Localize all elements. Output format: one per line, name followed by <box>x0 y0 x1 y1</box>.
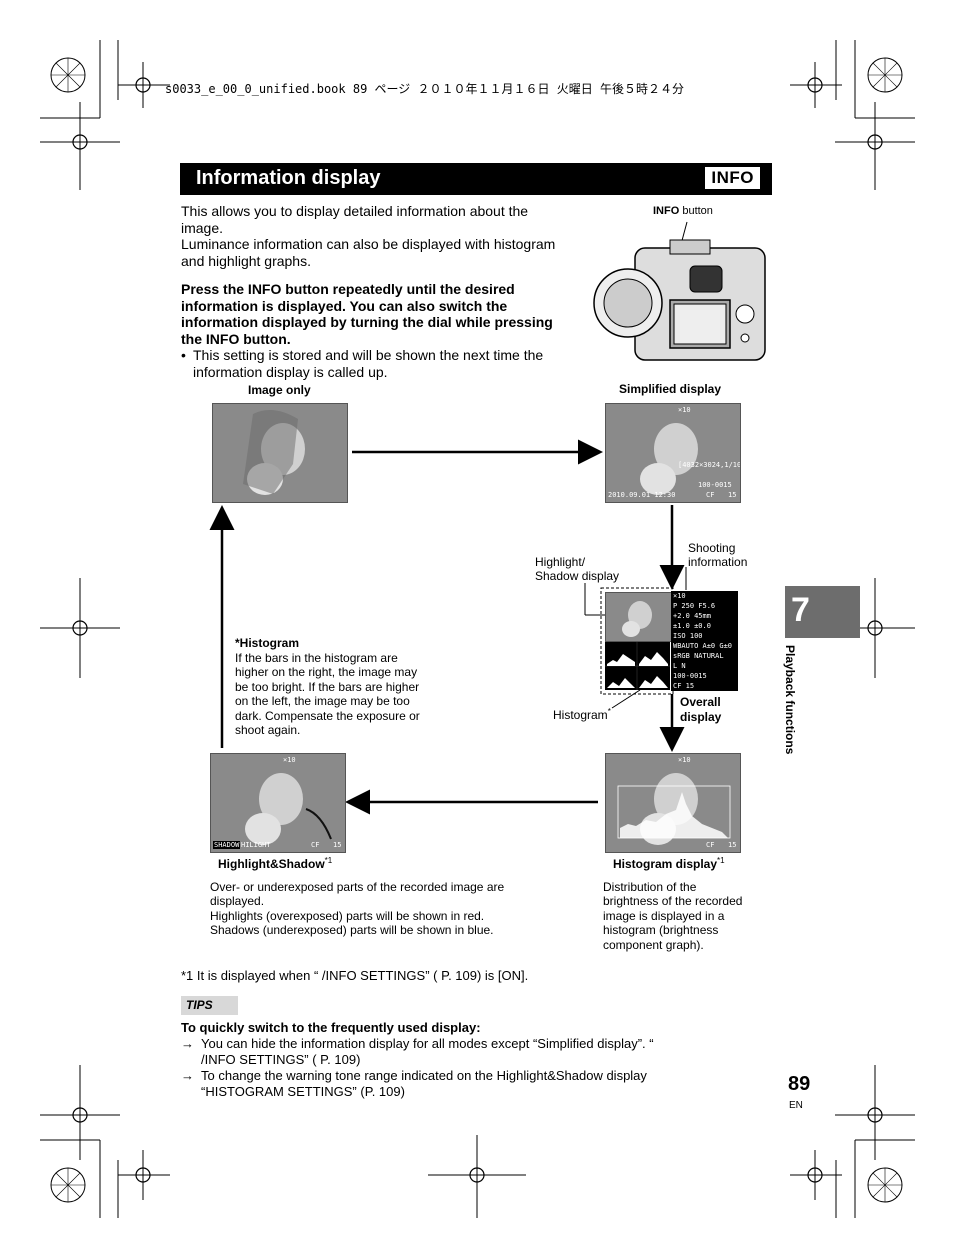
label-histogram-star: * <box>608 707 611 716</box>
panel-line: ×10 <box>671 591 738 601</box>
chapter-tab: 7 <box>785 586 860 638</box>
footnote: *1 It is displayed when “ /INFO SETTINGS… <box>181 968 528 983</box>
section-header: Information display INFO <box>180 163 772 195</box>
overlay-number-hd: 15 <box>728 841 736 849</box>
overall-info-panel: ×10 P 250 F5.6 +2.0 45mm ±1.0 ±0.0 ISO 1… <box>671 591 738 691</box>
bullet-text: This setting is stored and will be shown… <box>193 347 568 380</box>
panel-line: CF 15 <box>671 681 738 691</box>
overlay-file: 100-0015 <box>698 481 732 489</box>
caption-image-only: Image only <box>248 383 311 397</box>
caption-histogram-display: Histogram display*1 <box>613 856 725 871</box>
photo-highlight-shadow: ×10 SHADOW HILIGHT CF 15 <box>210 753 346 853</box>
caption-histogram-display-text: Histogram display <box>613 857 717 871</box>
camera-illustration <box>590 218 775 370</box>
page-title: Information display <box>196 167 380 190</box>
overlay-hilight: HILIGHT <box>241 841 271 849</box>
overlay-zoom-hs: ×10 <box>283 756 296 764</box>
book-meta: s0033_e_00_0_unified.book 89 ページ ２０１０年１１… <box>165 80 684 97</box>
histogram-note-title: *Histogram <box>235 636 299 650</box>
info-button-label-rest: button <box>679 205 713 217</box>
overlay-resolution: [4032×3024,1/10] <box>678 461 741 469</box>
panel-line: sRGB NATURAL <box>671 651 738 661</box>
info-button-label-bold: INFO <box>653 205 679 217</box>
label-shooting-info: Shooting information <box>688 541 758 570</box>
chapter-number: 7 <box>791 591 810 630</box>
footnote-ref: *1 <box>325 856 333 865</box>
photo-histogram-display: ×10 CF 15 <box>605 753 741 853</box>
tips-item-2: To change the warning tone range indicat… <box>201 1068 671 1099</box>
overlay-card-hd: CF <box>706 841 714 849</box>
overlay-zoom: ×10 <box>678 406 691 414</box>
overlay-shadow: SHADOW <box>213 841 240 849</box>
tips-heading: To quickly switch to the frequently used… <box>181 1020 481 1035</box>
panel-line: 100-0015 <box>671 671 738 681</box>
page-number: 89 <box>788 1073 810 1096</box>
panel-line: P 250 F5.6 <box>671 601 738 611</box>
overlay-number: 15 <box>728 491 736 499</box>
label-histogram: Histogram* <box>553 705 611 722</box>
panel-line: ±1.0 ±0.0 <box>671 621 738 631</box>
desc-histogram: Distribution of the brightness of the re… <box>603 880 743 952</box>
overall-histogram <box>605 642 670 690</box>
label-histogram-text: Histogram <box>553 708 608 722</box>
overlay-card: CF <box>706 491 714 499</box>
intro-p2: Luminance information can also be displa… <box>181 236 571 269</box>
arrow-icon: → <box>181 1068 194 1083</box>
info-badge: INFO <box>705 167 760 189</box>
language-code: EN <box>789 1100 803 1111</box>
arrow-icon: → <box>181 1036 194 1051</box>
overlay-card-hs: CF <box>311 841 319 849</box>
info-button-label: INFO button <box>653 205 713 217</box>
caption-simplified: Simplified display <box>619 382 721 396</box>
photo-overall-thumb <box>605 592 672 642</box>
histogram-note-text: If the bars in the histogram are higher … <box>235 651 430 737</box>
label-highlight-shadow: Highlight/ Shadow display <box>535 555 630 584</box>
photo-image-only <box>212 403 348 503</box>
chapter-label: Playback functions <box>783 645 797 754</box>
overlay-zoom-hd: ×10 <box>678 756 691 764</box>
panel-line: WBAUTO A±0 G±0 <box>671 641 738 651</box>
tips-item-1: You can hide the information display for… <box>201 1036 671 1067</box>
overlay-date: 2010.09.01 12:30 <box>608 491 675 499</box>
overlay-number-hs: 15 <box>333 841 341 849</box>
photo-simplified: ×10 [4032×3024,1/10] 100-0015 2010.09.01… <box>605 403 741 503</box>
caption-highlight-shadow: Highlight&Shadow*1 <box>218 856 332 871</box>
intro-p1: This allows you to display detailed info… <box>181 203 571 236</box>
footnote-ref: *1 <box>717 856 725 865</box>
instruction: Press the INFO button repeatedly until t… <box>181 281 571 347</box>
caption-overall: Overall display <box>680 695 721 725</box>
panel-line: +2.0 45mm <box>671 611 738 621</box>
tips-label: TIPS <box>181 996 238 1015</box>
caption-highlight-shadow-text: Highlight&Shadow <box>218 857 325 871</box>
bullet-dot: • <box>181 347 191 364</box>
desc-highlight-shadow: Over- or underexposed parts of the recor… <box>210 880 540 938</box>
panel-line: ISO 100 <box>671 631 738 641</box>
panel-line: L N <box>671 661 738 671</box>
